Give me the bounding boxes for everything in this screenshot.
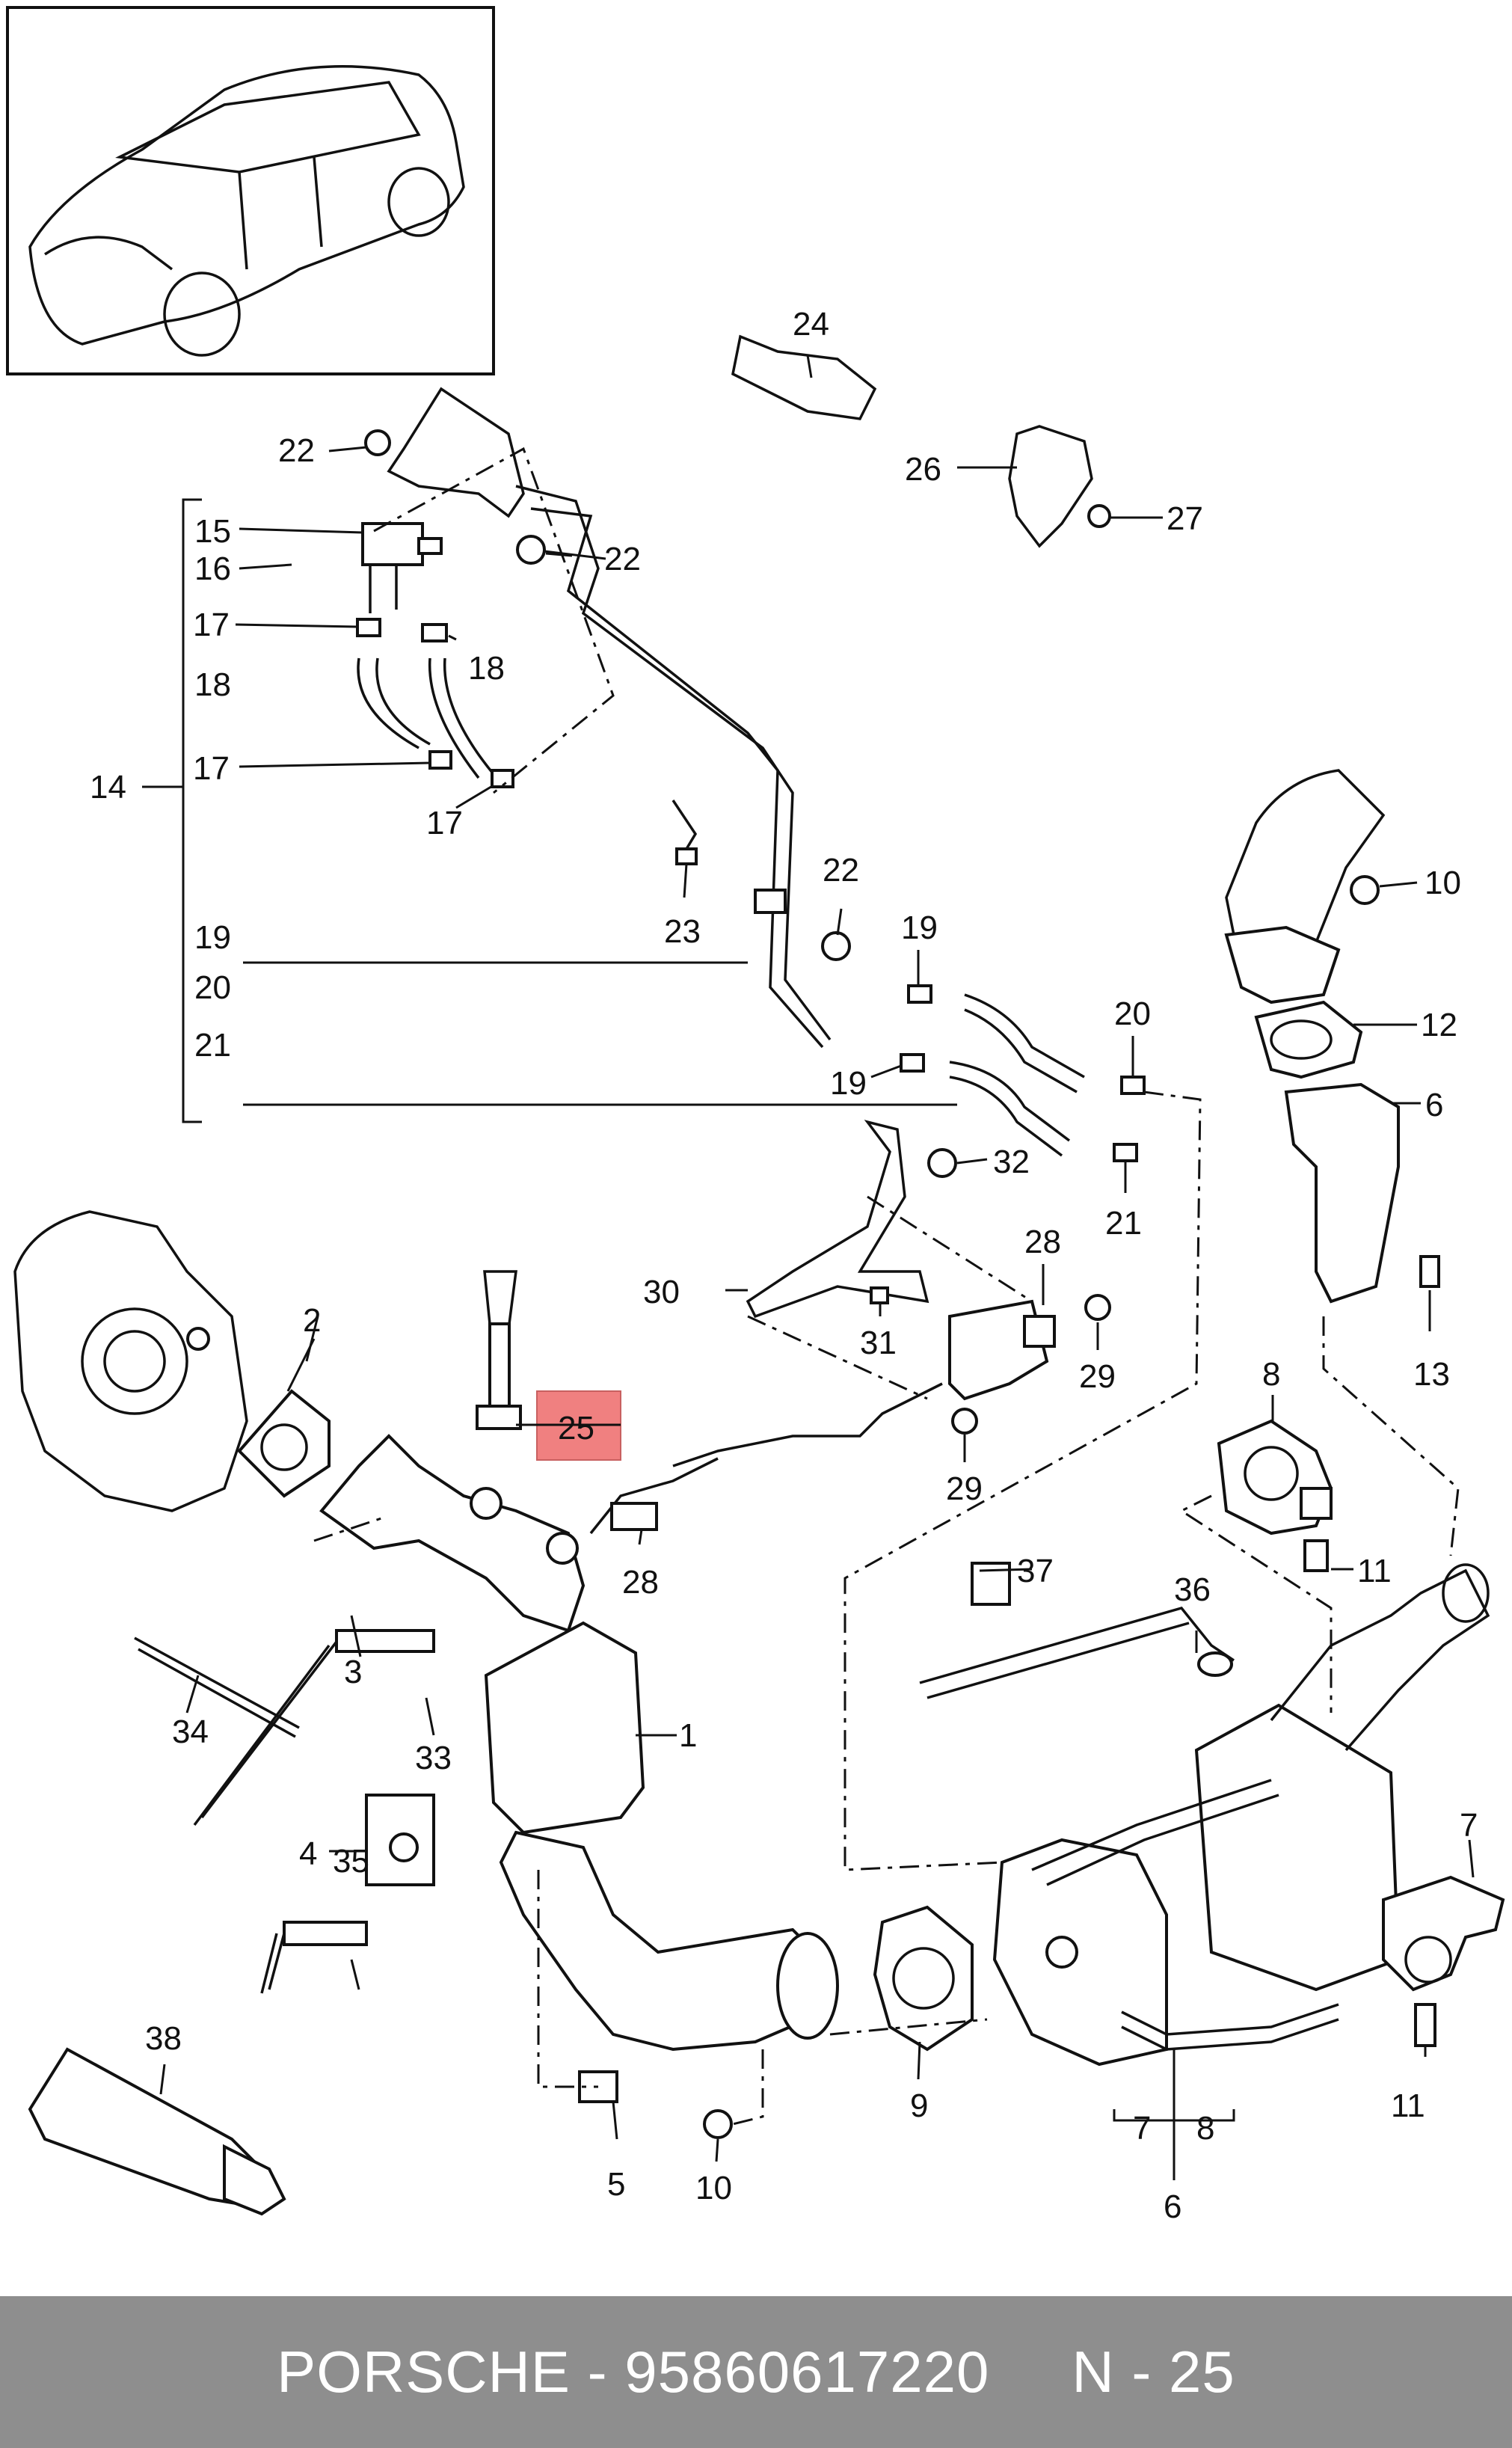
callout-12: 12 xyxy=(1421,1007,1457,1043)
rear-muffler xyxy=(919,1419,1505,2067)
callout-17b: 17 xyxy=(193,750,230,787)
callout-27: 27 xyxy=(1167,500,1203,537)
callout-17c: 17 xyxy=(426,805,463,841)
callout-10a: 10 xyxy=(1425,865,1461,901)
callout-5: 5 xyxy=(607,2166,625,2203)
upper-brackets xyxy=(364,334,1111,1049)
callout-21b: 21 xyxy=(1105,1205,1142,1242)
callout-8b: 8 xyxy=(1196,2110,1214,2147)
callout-18b: 18 xyxy=(194,666,231,703)
callout-6b: 6 xyxy=(1164,2188,1181,2225)
callout-14: 14 xyxy=(90,769,126,806)
callout-22a: 22 xyxy=(278,432,315,469)
callout-22b: 22 xyxy=(604,541,641,577)
callout-26: 26 xyxy=(905,451,941,488)
callout-37: 37 xyxy=(1017,1553,1054,1589)
callout-35: 35 xyxy=(333,1843,369,1880)
downpipe-front xyxy=(237,1270,719,1633)
callout-21a: 21 xyxy=(194,1027,231,1064)
callout-1: 1 xyxy=(679,1717,697,1754)
callout-3: 3 xyxy=(344,1654,362,1690)
turbocharger xyxy=(13,1210,248,1512)
callout-20a: 20 xyxy=(194,969,231,1006)
callout-16: 16 xyxy=(194,550,231,587)
callout-36: 36 xyxy=(1174,1571,1211,1608)
vehicle-thumbnail xyxy=(6,6,495,375)
hose-segments xyxy=(843,984,1202,1871)
callout-29b: 29 xyxy=(946,1470,983,1507)
callout-34: 34 xyxy=(172,1714,209,1750)
parts-diagram: 22 22 15 16 17 18 18 17 17 14 23 22 24 2… xyxy=(6,6,1505,2225)
callout-10b: 10 xyxy=(695,2170,732,2206)
group-bracket-14 xyxy=(142,498,957,1123)
callout-38: 38 xyxy=(145,2020,182,2057)
rear-pipe-upper xyxy=(1224,769,1460,1556)
callout-28b: 28 xyxy=(622,1564,659,1601)
callout-8a: 8 xyxy=(1262,1356,1280,1393)
callout-25: 25 xyxy=(558,1410,594,1447)
callout-7b: 7 xyxy=(1133,2110,1151,2147)
callout-11b: 11 xyxy=(1391,2087,1425,2124)
callout-30: 30 xyxy=(643,1274,680,1310)
catalytic-converter xyxy=(134,1621,1052,2139)
callout-18a: 18 xyxy=(468,650,505,687)
sealant-tube xyxy=(28,2047,286,2216)
callout-6a: 6 xyxy=(1425,1087,1443,1123)
callout-33: 33 xyxy=(415,1740,452,1776)
callout-9: 9 xyxy=(910,2087,928,2124)
callout-20b: 20 xyxy=(1114,996,1151,1032)
callout-7a: 7 xyxy=(1460,1807,1478,1844)
diagram-reference: N - 25 xyxy=(1072,2339,1235,2405)
callout-13: 13 xyxy=(1413,1356,1450,1393)
leader-lines xyxy=(159,355,1475,2180)
callout-11a: 11 xyxy=(1357,1553,1392,1589)
callout-19a: 19 xyxy=(194,919,231,956)
callout-19c: 19 xyxy=(830,1065,867,1102)
pressure-sensor-group xyxy=(356,447,615,794)
callout-29a: 29 xyxy=(1079,1358,1116,1395)
callout-15: 15 xyxy=(194,513,231,550)
callout-23: 23 xyxy=(664,913,701,950)
callout-31: 31 xyxy=(860,1325,897,1361)
callout-2: 2 xyxy=(303,1302,321,1339)
callout-28a: 28 xyxy=(1024,1224,1061,1260)
part-footer: PORSCHE - 95860617220 N - 25 xyxy=(0,2296,1512,2448)
callout-32: 32 xyxy=(993,1144,1030,1180)
callout-4: 4 xyxy=(299,1835,317,1872)
sensor-module-group xyxy=(672,1120,1111,1467)
callout-24: 24 xyxy=(793,306,829,343)
callout-17a: 17 xyxy=(193,607,230,643)
callout-22c: 22 xyxy=(823,852,859,889)
callout-labels: 22 22 15 16 17 18 18 17 17 14 23 22 24 2… xyxy=(90,306,1478,2225)
brand-part-number: PORSCHE - 95860617220 xyxy=(277,2339,990,2405)
callout-19b: 19 xyxy=(901,909,938,946)
